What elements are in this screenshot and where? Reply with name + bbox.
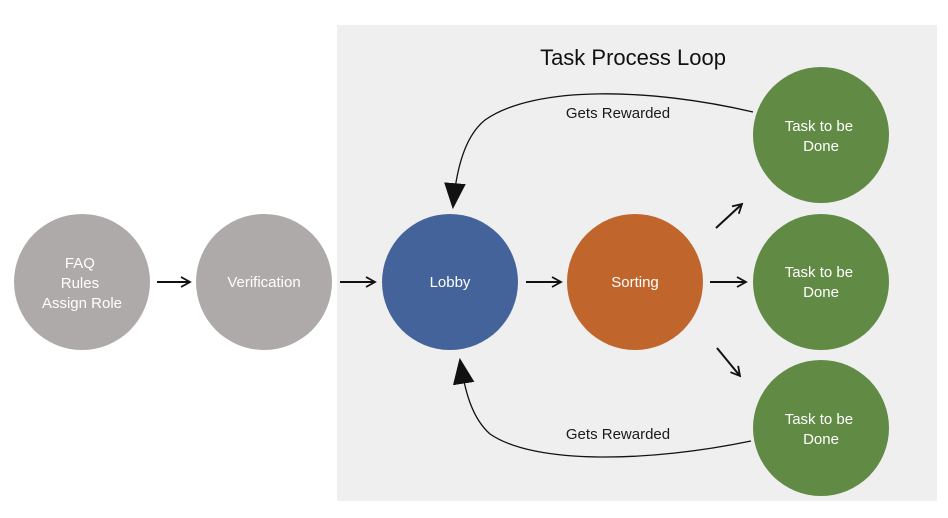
node-task-top-line-2: Done [803,138,839,155]
node-onboarding-line-faq: FAQ [65,255,95,272]
node-task-middle: Task to be Done [753,214,889,350]
node-task-bottom-line-2: Done [803,431,839,448]
node-task-top: Task to be Done [753,67,889,203]
arrow-sorting-to-task-top [715,202,744,229]
node-task-top-line-1: Task to be [785,118,853,135]
node-onboarding: FAQ Rules Assign Role [14,214,150,350]
arrow-sorting-to-task-bottom [716,347,742,378]
node-lobby: Lobby [382,214,518,350]
node-lobby-label: Lobby [430,274,471,291]
svg-text:Task to be Done: Task to be Done [785,411,858,448]
edge-label-reward-bottom: Gets Rewarded [566,426,670,443]
arrow-reward-top [444,93,754,210]
node-task-middle-line-1: Task to be [785,264,853,281]
svg-text:Lobby: Lobby [430,274,471,291]
node-verification-label: Verification [227,274,300,291]
arrow-reward-bottom [452,357,752,458]
node-onboarding-line-rules: Rules [61,275,99,292]
node-task-bottom-line-1: Task to be [785,411,853,428]
svg-text:Verification: Verification [227,274,300,291]
node-sorting-label: Sorting [611,274,659,291]
edge-label-reward-top: Gets Rewarded [566,105,670,122]
panel-title: Task Process Loop [540,45,726,70]
svg-text:Sorting: Sorting [611,274,659,291]
svg-text:Task to be Done: Task to be Done [785,264,858,301]
node-onboarding-line-assign-role: Assign Role [42,295,122,312]
node-task-bottom: Task to be Done [753,360,889,496]
svg-text:FAQ Rules Assign R: FAQ Rules Assign Role [42,255,122,312]
svg-text:Task to be Done: Task to be Done [785,118,858,155]
node-sorting: Sorting [567,214,703,350]
node-verification: Verification [196,214,332,350]
node-task-middle-line-2: Done [803,284,839,301]
